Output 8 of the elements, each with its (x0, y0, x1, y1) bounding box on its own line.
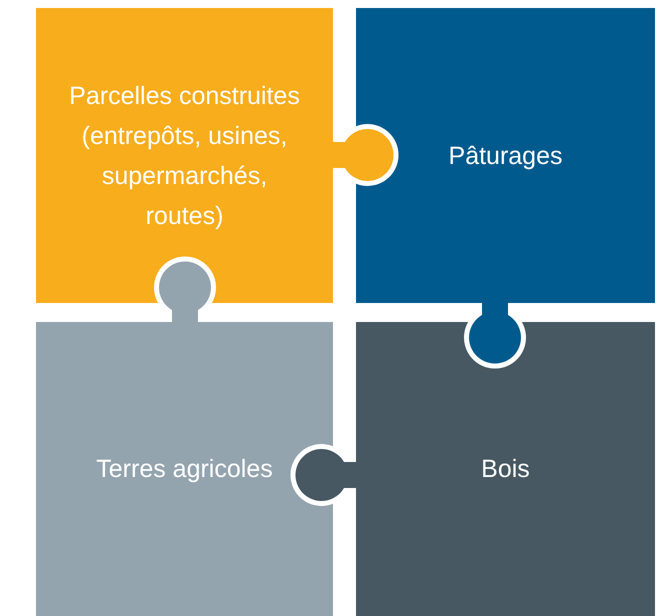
piece-label: Parcelles construites (entrepôts, usines, supermarchés, routes) (68, 80, 301, 232)
piece-label: Terres agricoles (96, 454, 273, 485)
piece-label: Pâturages (448, 140, 562, 172)
puzzle-piece (36, 322, 333, 616)
puzzle-piece (36, 8, 333, 303)
piece-label: Bois (481, 454, 530, 485)
puzzle-piece (356, 8, 655, 303)
puzzle-piece (356, 322, 655, 616)
